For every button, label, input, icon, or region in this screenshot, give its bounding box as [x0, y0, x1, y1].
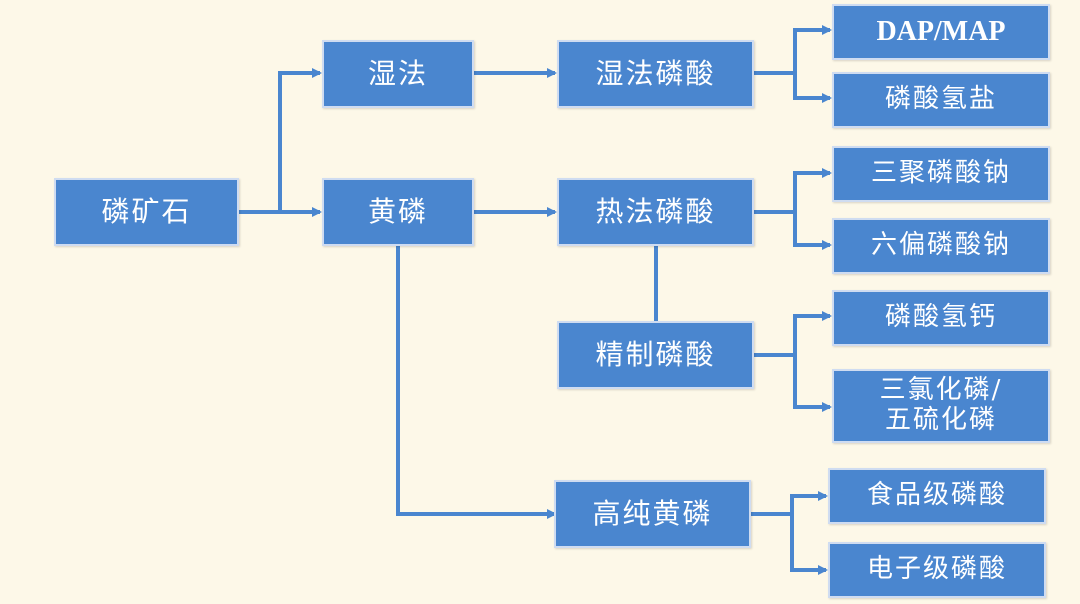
edge-rock-to-wet	[278, 68, 322, 212]
node-label: 黄磷	[367, 194, 428, 228]
edge-wetacid-to-hydrogen-salt	[793, 73, 832, 103]
node-wet-process: 湿法	[322, 40, 474, 108]
node-label: 磷酸氢盐	[884, 84, 997, 115]
node-electronic-grade-phosphoric-acid: 电子级磷酸	[828, 542, 1046, 598]
node-sodium-hexametaphosphate: 六偏磷酸钠	[832, 218, 1050, 274]
edge-refined-to-dcp	[793, 311, 832, 355]
edge-yellow-to-highpurity	[396, 245, 557, 519]
node-label: 精制磷酸	[595, 337, 716, 371]
node-yellow-phosphorus: 黄磷	[322, 178, 474, 246]
edge-wetacid-to-dapmap	[793, 25, 832, 73]
node-high-purity-yellow-phosphorus: 高纯黄磷	[554, 480, 751, 548]
node-hydrogen-phosphate-salt: 磷酸氢盐	[832, 72, 1050, 128]
node-refined-phosphoric-acid: 精制磷酸	[557, 321, 754, 389]
node-food-grade-phosphoric-acid: 食品级磷酸	[828, 468, 1046, 524]
edge-highpurity-to-electronic	[790, 514, 828, 575]
node-label: 湿法磷酸	[595, 56, 716, 90]
node-label: 食品级磷酸	[866, 480, 1007, 511]
edge-thermal-to-shmp	[793, 212, 832, 250]
edge-highpurity-to-food	[790, 491, 828, 514]
node-label: 磷矿石	[101, 194, 192, 228]
node-label: 高纯黄磷	[592, 496, 713, 530]
node-label: 磷酸氢钙	[884, 302, 997, 333]
node-label: 六偏磷酸钠	[870, 230, 1011, 261]
node-label: 热法磷酸	[595, 194, 716, 228]
node-label: 电子级磷酸	[866, 554, 1007, 585]
node-calcium-hydrogen-phosphate: 磷酸氢钙	[832, 290, 1050, 346]
node-phosphate-rock: 磷矿石	[54, 178, 239, 246]
node-label: 三氯化磷/ 五硫化磷	[879, 375, 1003, 435]
edge-refined-to-pcl3	[793, 355, 832, 412]
edge-thermal-to-stpp	[793, 168, 832, 212]
node-dap-map: DAP/MAP	[832, 4, 1050, 60]
node-sodium-tripolyphosphate: 三聚磷酸钠	[832, 146, 1050, 202]
node-label: 三聚磷酸钠	[870, 158, 1011, 189]
node-phosphorus-trichloride-pentasulfide: 三氯化磷/ 五硫化磷	[832, 369, 1050, 443]
node-label: DAP/MAP	[876, 15, 1006, 47]
node-wet-process-phosphoric-acid: 湿法磷酸	[557, 40, 754, 108]
node-thermal-phosphoric-acid: 热法磷酸	[557, 178, 754, 246]
node-label: 湿法	[367, 56, 428, 90]
